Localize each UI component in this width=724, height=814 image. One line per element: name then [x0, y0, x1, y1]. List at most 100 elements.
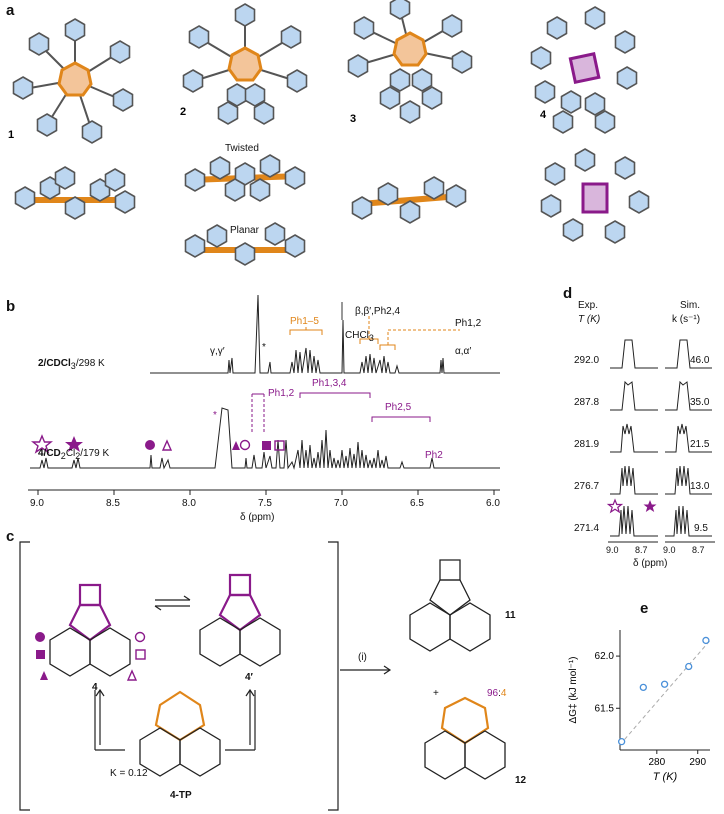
d-tick-0: 9.0: [606, 545, 619, 555]
lineshape-row-2: [610, 380, 712, 411]
data-point: [685, 662, 693, 671]
ph12-top-label: Ph1,2: [455, 318, 482, 329]
x-axis-label: T (K): [653, 771, 678, 783]
panel-b-letter: b: [6, 298, 16, 315]
open-square-marker: [274, 440, 285, 451]
molecule-4-side: [540, 148, 650, 244]
open-star-marker: [31, 434, 53, 454]
filled-star-marker: [643, 500, 657, 512]
chcl3-label: CHCl3: [345, 330, 374, 343]
reagent-label: (i): [358, 652, 367, 663]
nmr-spectra: [28, 294, 500, 495]
panel-d-letter: d: [563, 285, 573, 302]
molecule-4-top: [530, 6, 638, 134]
rate-1: 35.0: [690, 397, 710, 408]
nmr-tick-4: 7.0: [334, 498, 348, 509]
filled-circle-marker: [35, 632, 45, 642]
open-circle-marker: [134, 631, 146, 643]
structure-11: [409, 559, 491, 652]
planar-label: Planar: [230, 225, 259, 236]
x-tick-label: 280: [648, 757, 665, 768]
filled-square-marker: [262, 441, 271, 450]
reaction-scheme: [19, 541, 506, 811]
gamma-label: γ,γ′: [210, 346, 225, 357]
x-tick-label: 290: [689, 757, 706, 768]
filled-square-marker: [36, 650, 45, 659]
open-triangle-marker: [126, 669, 138, 681]
lineshape-row-4: [610, 465, 712, 495]
filled-triangle-marker: [40, 671, 48, 680]
rate-3: 13.0: [690, 481, 710, 492]
exp-label: Exp.: [578, 300, 599, 311]
y-axis-label: ΔG‡ (kJ mol⁻¹): [568, 657, 579, 724]
rate-0: 46.0: [690, 355, 710, 366]
data-point: [639, 683, 647, 692]
ph15-label: Ph1–5: [290, 316, 319, 327]
y-tick-label: 62.0: [595, 651, 615, 662]
d-xlabel: δ (ppm): [633, 558, 668, 569]
lineshape-row-3: [610, 423, 712, 453]
nmr-tick-2: 8.0: [182, 498, 196, 509]
temp-0: 292.0: [574, 355, 600, 366]
ph25-label: Ph2,5: [385, 402, 412, 413]
sim-label: Sim.: [680, 300, 700, 311]
ph12-bottom-label: Ph1,2: [268, 388, 295, 399]
plus-sign: +: [433, 688, 439, 699]
molecule-2-label: 2: [180, 106, 186, 118]
molecule-2-top: [182, 3, 308, 125]
structure-12: [424, 696, 506, 780]
ph134-label: Ph1,3,4: [312, 378, 347, 389]
molecule-1-side: [14, 166, 136, 220]
temp-2: 281.9: [574, 439, 600, 450]
structure-4tp: [139, 690, 221, 777]
d-tick-1: 8.7: [635, 545, 648, 555]
temp-4: 271.4: [574, 523, 600, 534]
structure-4prime: [199, 573, 281, 667]
nmr-tick-6: 6.0: [486, 498, 500, 509]
temp-3: 276.7: [574, 481, 600, 492]
molecule-3-label: 3: [350, 113, 356, 125]
filled-triangle-marker: [232, 441, 240, 450]
exp-unit-label: T (K): [578, 314, 601, 325]
rate-2: 21.5: [690, 439, 710, 450]
molecule-3-top: [347, 0, 473, 124]
temp-1: 287.8: [574, 397, 600, 408]
open-star-marker: [606, 498, 624, 514]
nmr-xlabel: δ (ppm): [240, 512, 275, 523]
nmr-markers: [31, 434, 285, 454]
label-11: 11: [505, 610, 516, 621]
label-12: 12: [515, 775, 527, 786]
activation-energy-chart: 280 290 61.5 62.0 T (K) ΔG‡ (kJ mol⁻¹): [568, 630, 711, 783]
data-point: [660, 680, 669, 688]
rate-4: 9.5: [694, 523, 708, 534]
beta-label: β,β′,Ph2,4: [355, 306, 401, 317]
panel-e-letter: e: [640, 600, 649, 617]
equilibrium-constant: K = 0.12: [110, 768, 148, 779]
panel-c-letter: c: [6, 528, 15, 545]
spec4-label: 4/CD2Cl2/179 K: [38, 448, 110, 461]
label-4tp: 4-TP: [170, 790, 192, 801]
d-tick-3: 8.7: [692, 545, 705, 555]
molecule-1-top: [12, 18, 134, 144]
nmr-tick-1: 8.5: [106, 498, 120, 509]
molecule-2-planar: [184, 222, 306, 266]
data-point: [702, 636, 710, 645]
molecule-2-twisted: [184, 154, 306, 202]
molecule-1-label: 1: [8, 129, 14, 141]
structure-4: [49, 583, 131, 677]
twisted-label: Twisted: [225, 143, 259, 154]
filled-circle-marker: [145, 440, 155, 450]
nmr-tick-3: 7.5: [258, 498, 272, 509]
open-square-marker: [135, 649, 146, 660]
nmr-tick-0: 9.0: [30, 498, 44, 509]
d-tick-2: 9.0: [663, 545, 676, 555]
panel-a-structures: 1 2: [8, 0, 650, 266]
lineshape-stack: [606, 339, 715, 543]
open-triangle-marker: [161, 439, 173, 451]
alpha-label: α,α′: [455, 346, 472, 357]
filled-star-marker: [65, 436, 83, 452]
y-tick-label: 61.5: [595, 703, 615, 714]
ph2-label: Ph2: [425, 450, 443, 461]
fit-line: [619, 640, 711, 746]
molecule-4-label: 4: [540, 109, 547, 121]
